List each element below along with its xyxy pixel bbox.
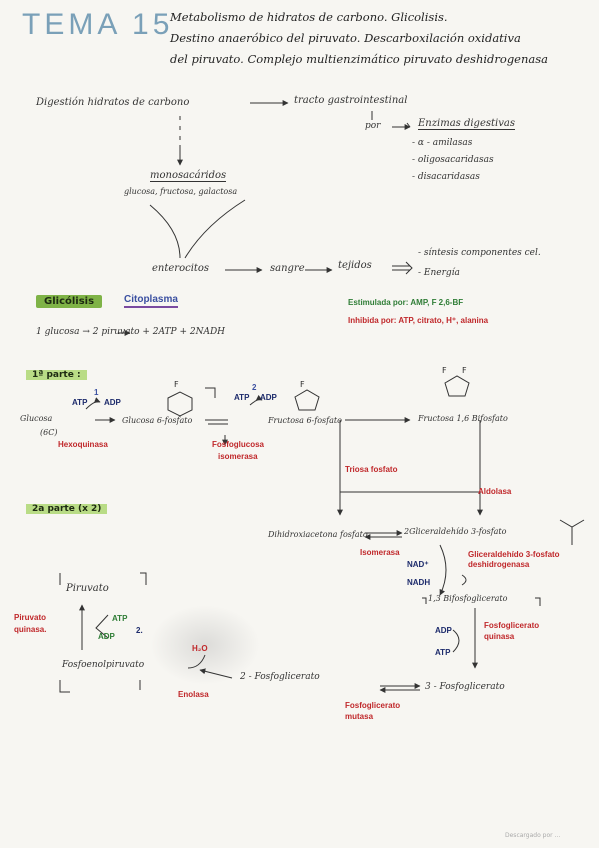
isomerasa-label-2: Isomerasa	[360, 548, 400, 557]
header-line-3: del piruvato. Complejo multienzimático p…	[170, 52, 549, 66]
adp-2: ADP	[260, 393, 277, 402]
ring-label-3: F	[442, 366, 447, 375]
header-line-1: Metabolismo de hidratos de carbono. Glic…	[170, 10, 448, 24]
adp-label-2: ADP	[435, 626, 452, 635]
fructose-1-6-bisphosphate: Fructosa 1,6 Bifosfato	[418, 414, 508, 423]
adp-1: ADP	[104, 398, 121, 407]
enzyme-2: - oligosacaridasas	[412, 155, 494, 165]
digestion-start: Digestión hidratos de carbono	[36, 97, 190, 108]
location-label: Citoplasma	[124, 294, 178, 308]
enterocitos-label: enterocitos	[152, 263, 210, 274]
g3p-label: 2Gliceraldehído 3-fosfato	[404, 527, 507, 536]
g3p-dehydrogenase-enzyme: Gliceraldehído 3-fosfato deshidrogenasa	[468, 550, 560, 569]
atp-2: ATP	[234, 393, 250, 402]
glucose-6-phosphate: Glucosa 6-fosfato	[122, 416, 193, 425]
adp-label-3: ADP	[98, 632, 115, 641]
aldolasa-enzyme: Aldolasa	[478, 487, 512, 496]
h2o-label: H₂O	[192, 644, 208, 653]
nadh-label: NADH	[407, 578, 431, 587]
page-footer: Descargado por ...	[505, 832, 561, 839]
ring-label-4: F	[462, 366, 467, 375]
triosa-fosfato-enzyme: Triosa fosfato	[345, 465, 398, 474]
step-1: 1	[94, 388, 99, 397]
topic-title: TEMA 15	[22, 8, 174, 41]
fructose-6-phosphate: Fructosa 6-fosfato	[268, 416, 342, 425]
atp-1: ATP	[72, 398, 88, 407]
piruvato-quinasa-enzyme: Piruvato quinasa.	[14, 613, 47, 634]
digestive-tract: tracto gastrointestinal	[294, 95, 408, 106]
sintesis-label: - síntesis componentes cel.	[418, 248, 541, 258]
stimulated-by: Estimulada por: AMP, F 2,6-BF	[348, 298, 464, 307]
atp-label-3: ATP	[112, 614, 128, 623]
isomerasa-enzyme: isomerasa	[218, 452, 258, 461]
piruvato-label: Piruvato	[66, 583, 109, 594]
2-phosphoglycerate: 2 - Fosfoglicerato	[240, 672, 320, 682]
nad-label: NAD⁺	[407, 560, 429, 569]
phase-1-label: 1ª parte :	[26, 370, 87, 380]
enzymes-title: Enzimas digestivas	[418, 118, 515, 130]
tejidos-label: tejidos	[338, 260, 372, 271]
bisphosphoglycerate: 1,3 Bifosfoglicerato	[428, 594, 508, 603]
ring-label-2: F	[300, 380, 305, 389]
enzyme-3: - disacaridasas	[412, 172, 480, 182]
glicolisis-label: Glicólisis	[36, 295, 103, 308]
dhap-label: Dihidroxiacetona fosfato	[268, 530, 368, 539]
enolasa-enzyme: Enolasa	[178, 690, 209, 699]
energia-label: - Energía	[418, 268, 460, 278]
mutasa-enzyme: Fosfoglicerato mutasa	[345, 701, 401, 721]
monosaccharides-title: monosacáridos	[150, 170, 227, 182]
monosaccharides-list: glucosa, fructosa, galactosa	[124, 187, 238, 196]
sangre-label: sangre	[270, 263, 305, 274]
step-2: 2	[252, 383, 257, 392]
phosphoenolpyruvate: Fosfoenolpiruvato	[62, 660, 145, 670]
phase-2-label: 2a parte (x 2)	[26, 504, 108, 514]
hexoquinasa-enzyme: Hexoquinasa	[58, 440, 108, 449]
3-phosphoglycerate: 3 - Fosfoglicerato	[425, 682, 505, 692]
ring-label-1: F	[174, 380, 179, 389]
pgk-enzyme: Fosfoglicerato quinasa	[484, 621, 540, 641]
c6-label: (6C)	[40, 428, 58, 437]
glycolysis-equation: 1 glucosa → 2 piruvato + 2ATP + 2NADH	[36, 327, 226, 337]
inhibited-by: Inhibida por: ATP, citrato, H⁺, alanina	[348, 316, 489, 325]
atp-label-2: ATP	[435, 648, 451, 657]
header-line-2: Destino anaeróbico del piruvato. Descarb…	[170, 31, 521, 45]
step-2b: 2.	[136, 626, 143, 635]
por-label: por	[365, 121, 381, 131]
enzyme-1: - α - amilasas	[412, 138, 473, 148]
glucosa-label: Glucosa	[20, 414, 53, 423]
fosfoglucosa-enzyme: Fosfoglucosa	[212, 440, 265, 449]
